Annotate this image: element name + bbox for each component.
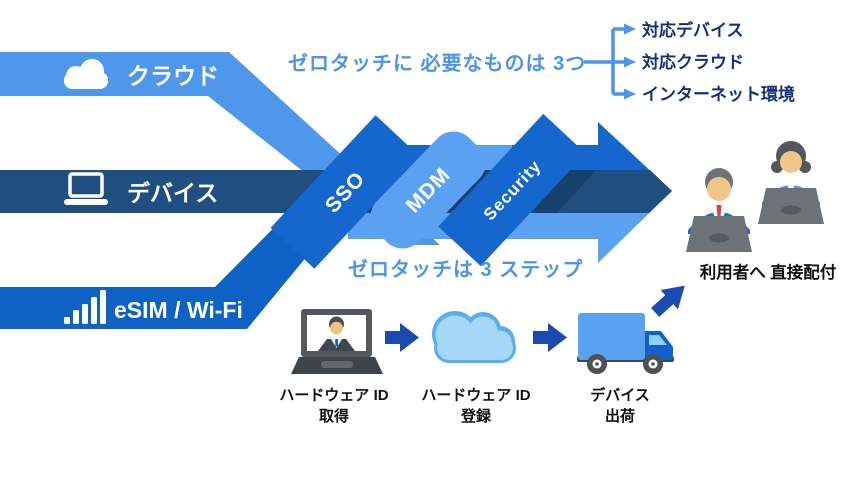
requirement-item-device: 対応デバイス xyxy=(641,20,744,40)
requirements-connector xyxy=(584,27,625,96)
delivery-truck-icon xyxy=(577,313,674,374)
security-shadow xyxy=(531,170,596,213)
requirements-heading: ゼロタッチに 必要なものは 3つ xyxy=(288,51,586,75)
requirement-item-internet: インターネット環境 xyxy=(642,84,795,104)
ribbon-sso: SSO xyxy=(270,115,420,269)
arrow-right-icon xyxy=(624,56,636,68)
esim-band-label: eSIM / Wi-Fi xyxy=(114,297,243,323)
step2-label-line1: ハードウェア ID xyxy=(421,387,530,404)
step3-label-line2: 出荷 xyxy=(605,407,635,425)
woman-at-laptop xyxy=(758,141,824,224)
users-at-laptops-icon xyxy=(686,141,824,252)
device-band-label: デバイス xyxy=(127,180,218,206)
cloud-icon xyxy=(432,311,516,363)
laptop-icon xyxy=(64,172,108,205)
arrow-right-icon xyxy=(385,323,419,352)
esim-band xyxy=(0,287,247,329)
man-at-laptop xyxy=(686,168,752,252)
arrow-up-right-icon xyxy=(651,285,685,317)
cloud-band xyxy=(0,52,229,96)
arrow-right-icon xyxy=(624,88,636,100)
step2-label-line2: 登録 xyxy=(460,407,492,425)
ribbon-mdm: MDM xyxy=(370,131,486,249)
cloud-icon xyxy=(64,59,108,89)
laptop-user-icon xyxy=(291,309,383,374)
step1-label-line1: ハードウェア ID xyxy=(279,387,388,404)
cloud-band-label: クラウド xyxy=(127,63,219,89)
requirement-item-cloud: 対応クラウド xyxy=(641,52,744,72)
step3-label-line1: デバイス xyxy=(590,386,650,404)
delivery-label: 利用者へ 直接配付 xyxy=(700,262,837,282)
arrow-right-icon xyxy=(533,323,567,352)
requirements-connector-arrowheads xyxy=(624,23,636,100)
signal-bars-icon xyxy=(64,290,106,324)
steps-heading: ゼロタッチは 3 ステップ xyxy=(348,257,583,281)
step1-label-line2: 取得 xyxy=(319,407,349,425)
arrow-right-icon xyxy=(624,23,636,35)
